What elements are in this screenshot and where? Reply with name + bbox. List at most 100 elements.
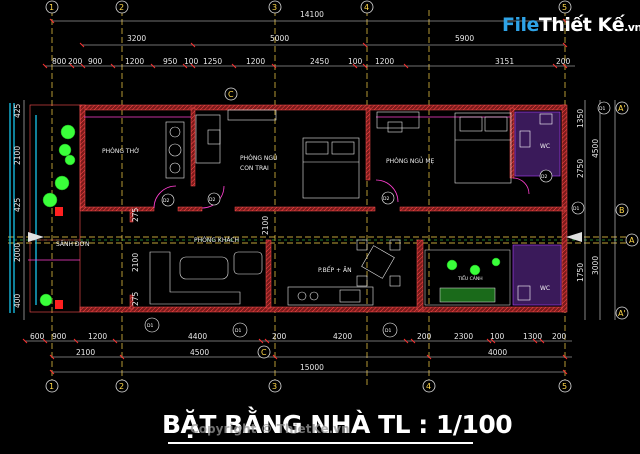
room-parents: PHÒNG NGỦ MẸ <box>386 157 435 165</box>
dim-bottom-l1: 900 <box>52 332 67 341</box>
dim-left: 2000 <box>13 243 22 262</box>
room-son-1: PHÒNG NGỦ <box>240 154 277 162</box>
axis-c: C <box>261 348 267 357</box>
dim-bottom-l1: 200 <box>417 332 432 341</box>
kitchen-counter <box>287 286 374 306</box>
dim-top-l2: 5000 <box>270 34 289 43</box>
door-tag: D2 <box>541 174 547 180</box>
dim-left: 425 <box>13 197 22 212</box>
wc2-tiles <box>512 244 562 306</box>
room-wc2: WC <box>540 285 550 292</box>
room-yard: SÂNH ĐƠN <box>56 241 90 248</box>
dim-bottom-l1: 200 <box>272 332 287 341</box>
dim-top-l3: 1200 <box>246 57 265 66</box>
axis-top: 5 <box>562 3 567 12</box>
walls <box>79 104 568 313</box>
section-arrows <box>28 232 582 242</box>
sofa-set <box>149 251 263 305</box>
door-tag: D1 <box>599 106 605 112</box>
axis-right: A' <box>618 104 626 113</box>
magenta-lines <box>28 116 510 261</box>
door-tag: D2 <box>163 198 169 204</box>
room-garden: TIỂU CẢNH <box>457 274 483 282</box>
dim-top-l3: 800 <box>52 57 67 66</box>
dim-top-l3: 1200 <box>375 57 394 66</box>
axis-bottom: 3 <box>272 382 277 391</box>
dim-left: 2100 <box>13 146 22 165</box>
dim-top-l3: 2450 <box>310 57 329 66</box>
dim-top-l2: 5900 <box>455 34 474 43</box>
title-underline <box>168 442 473 444</box>
left-rail <box>9 103 37 313</box>
dim-bottom-l1: 4400 <box>188 332 207 341</box>
axis-bottom: 4 <box>426 382 431 391</box>
axis-bubbles <box>45 0 639 393</box>
dim-bottom-l2: 4000 <box>488 348 507 357</box>
drawing-title: BẶT BẰNG NHÀ TL : 1/100 <box>162 410 513 439</box>
dim-bottom-total: 15000 <box>300 363 324 372</box>
dim-top-l3: 900 <box>88 57 103 66</box>
door-tag-circles <box>144 101 611 338</box>
desk-parents <box>376 111 420 133</box>
dim-top-l3: 100 <box>184 57 199 66</box>
dim-left: 400 <box>13 293 22 308</box>
door-tag: D1 <box>147 323 153 329</box>
logo-thietke: Thiết Kế <box>538 14 625 36</box>
dim-top-l3: 200 <box>556 57 571 66</box>
dim-top-total: 14100 <box>300 10 324 19</box>
door-tag: D2 <box>209 197 215 203</box>
dimension-ticks <box>22 18 568 375</box>
copyright-watermark: Copyright © ThietKe.vn <box>190 422 350 436</box>
desk-son <box>195 114 221 164</box>
dim-top-l2: 3200 <box>127 34 146 43</box>
door-tag: D1 <box>235 328 241 334</box>
dim-bottom-l1: 200 <box>552 332 567 341</box>
garden-area <box>424 249 511 306</box>
dim-bottom-l1: 2300 <box>454 332 473 341</box>
door-tag: D2 <box>383 196 389 202</box>
axis-right: A <box>629 236 635 245</box>
dim-left: 425 <box>13 103 22 118</box>
dim-left: 2100 <box>261 216 270 235</box>
dim-top-l3: 950 <box>163 57 178 66</box>
axis-top: 2 <box>119 3 124 12</box>
bed-parents <box>454 112 512 184</box>
axis-bottom: 1 <box>49 382 54 391</box>
wc1-tiles <box>514 111 561 177</box>
worship-altar <box>165 121 185 179</box>
dim-inner: 275 <box>131 207 140 222</box>
dim-bottom-l1: 1200 <box>88 332 107 341</box>
dim-bottom-l1: 600 <box>30 332 45 341</box>
plants <box>39 124 501 307</box>
dim-right: 1350 <box>576 109 585 128</box>
logo-file: File <box>502 14 539 36</box>
dimension-lines <box>23 20 616 373</box>
porch-strip <box>29 104 81 313</box>
logo-domain: .vn <box>624 21 640 34</box>
dim-bottom-l1: 4200 <box>333 332 352 341</box>
dims-right: 1350 2750 4500 3000 1750 <box>576 109 600 282</box>
wardrobe-son <box>227 109 277 121</box>
dim-bottom-l1: 1300 <box>523 332 542 341</box>
door-tag-labels: D2 D2 D2 D2 D1 D1 D1 D1 D1 <box>147 106 605 334</box>
dim-inner: 2100 <box>131 253 140 272</box>
dim-bottom-l2: 2100 <box>76 348 95 357</box>
dim-top-l3: 1250 <box>203 57 222 66</box>
dim-top-l3: 3151 <box>495 57 514 66</box>
dim-right: 1750 <box>576 263 585 282</box>
room-wc1: WC <box>540 143 550 150</box>
axis-right: B <box>619 206 625 215</box>
dim-bottom-l2: 4500 <box>190 348 209 357</box>
axis-right: A' <box>618 309 626 318</box>
dim-right: 3000 <box>591 256 600 275</box>
watermark-logo: FileThiết Kế.vn <box>502 14 640 36</box>
dining-table <box>356 239 401 287</box>
axis-top: 4 <box>364 3 369 12</box>
dim-top-l3: 1200 <box>125 57 144 66</box>
red-markers <box>55 207 63 309</box>
room-kitchen: P.BẾP + ĂN <box>318 266 352 274</box>
bed-son <box>302 137 360 199</box>
door-tag: D1 <box>385 328 391 334</box>
axis-top: 3 <box>272 3 277 12</box>
